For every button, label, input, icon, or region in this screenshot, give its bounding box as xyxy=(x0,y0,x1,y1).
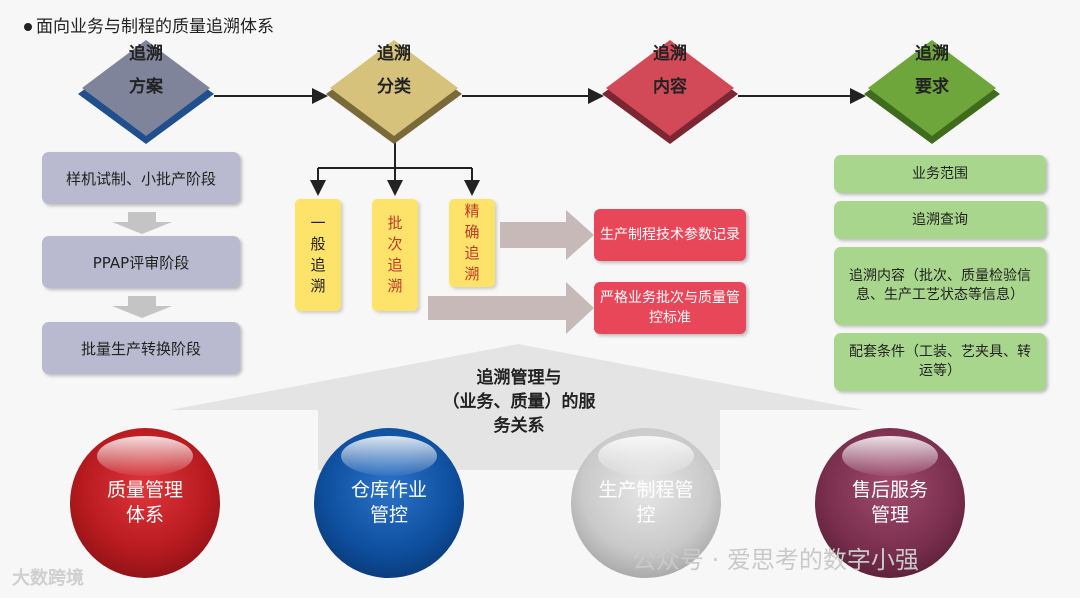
service-relation-label: 追溯管理与 （业务、质量）的服 务关系 xyxy=(442,368,596,436)
bullet-icon xyxy=(24,23,32,31)
content-arrow-1 xyxy=(500,210,594,260)
stage-box-2: PPAP评审阶段 xyxy=(42,236,240,288)
watermark-right: 公众号 · 爱思考的数字小强 xyxy=(632,546,919,574)
requirement-conditions: 配套条件（工装、艺夹具、转运等） xyxy=(834,333,1046,391)
sphere-quality: 质量管理体系 xyxy=(70,428,220,578)
service-arrow xyxy=(170,344,864,470)
category-general: 一般 追溯 xyxy=(295,199,341,311)
sphere-warehouse: 仓库作业管控 xyxy=(314,428,464,578)
page-title: 面向业务与制程的质量追溯体系 xyxy=(24,12,274,37)
sphere-aftersales: 售后服务管理 xyxy=(815,428,965,578)
requirement-query: 追溯查询 xyxy=(834,201,1046,239)
stage-box-3: 批量生产转换阶段 xyxy=(42,322,240,374)
stage-box-1: 样机试制、小批产阶段 xyxy=(42,152,240,204)
watermark-left: 大数跨境 xyxy=(12,568,84,589)
diamond-content: 追溯内容 xyxy=(602,28,738,164)
category-batch: 批次 追溯 xyxy=(372,199,418,311)
content-box-2: 严格业务批次与质量管控标准 xyxy=(594,282,746,334)
diamond-plan: 追溯方案 xyxy=(78,28,214,164)
sphere-production: 生产制程管控 xyxy=(571,428,721,578)
category-precise: 精确 追溯 xyxy=(449,199,495,287)
stage-arrow-2 xyxy=(112,296,172,318)
requirement-content: 追溯内容（批次、质量检验信息、生产工艺状态等信息） xyxy=(834,247,1046,325)
content-box-1: 生产制程技术参数记录 xyxy=(594,209,746,261)
requirement-scope: 业务范围 xyxy=(834,155,1046,193)
diamond-requirement: 追溯要求 xyxy=(864,28,1000,164)
diamond-class: 追溯分类 xyxy=(326,28,462,164)
content-arrow-2 xyxy=(428,282,594,334)
stage-arrow-1 xyxy=(112,212,172,234)
